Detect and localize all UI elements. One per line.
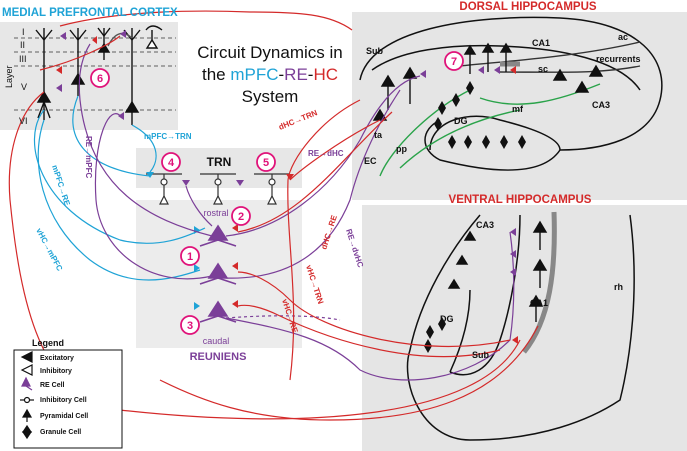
layer-VI: VI [19,116,28,126]
circle-1: 1 [187,251,193,263]
layer-V: V [21,82,27,92]
excitatory-icon [20,351,33,363]
reuniens-synapses [194,224,238,310]
circle-5: 5 [263,157,269,169]
title-line1: Circuit Dynamics in [197,43,342,62]
reuniens-cells [199,224,237,323]
dorsal-hc-pyramidal [372,42,604,121]
label-vhc-trn: vHC→TRN [304,264,325,305]
legend-box [13,349,123,449]
layer-labels: Layer I II III V VI [4,27,28,126]
ventral-hc-heading: VENTRAL HIPPOCAMPUS [449,194,592,206]
rostral-label: rostral [203,208,228,218]
ventral-hc-ca1-band [522,211,557,354]
numbered-circle-labels: 1 2 3 4 5 6 7 [97,56,457,332]
dorsal-hc-heading: DORSAL HIPPOCAMPUS [459,1,596,13]
label-dhc-trn: dHC→TRN [277,108,318,132]
legend-icons [20,351,34,440]
dhc-sc-label: sc [538,64,548,74]
title-line3: System [242,87,299,106]
label-re-mpfc: RE→mPFC [84,136,93,178]
numbered-circles [90,51,464,335]
label-re-dhc: RE→dHC [308,149,344,158]
layer-axis-label: Layer [4,65,14,88]
mpfc-panel [0,22,178,130]
circle-6: 6 [97,73,103,85]
mpfc-heading: MEDIAL PREFRONTAL CORTEX [2,7,178,19]
circle-7: 7 [451,56,457,68]
ventral-hc-outline [406,214,635,441]
label-vhc-mpfc: vHC→mPFC [34,227,64,273]
dorsal-hc-granule [434,81,526,149]
dhc-mf-label: mf [512,104,524,114]
circle-3: 3 [187,320,193,332]
vhc-ca3-label: CA3 [476,220,494,230]
title-line2: the mPFC-RE-HC [202,65,338,84]
legend-inhibitory: Inhibitory [40,368,72,375]
vhc-ca1-label: CA1 [530,298,548,308]
legend-labels: Excitatory Inhibitory RE Cell Inhibitory… [40,355,88,436]
dhc-sub-label: Sub [366,46,384,56]
legend-inhibitory-cell: Inhibitory Cell [40,397,87,404]
circle-4: 4 [168,157,175,169]
layer-I: I [22,27,25,37]
dhc-ca3-label: CA3 [592,100,610,110]
dhc-ac-label: ac [618,32,628,42]
legend-granule-cell: Granule Cell [40,429,81,436]
granule-cell-icon [21,424,33,440]
ventral-hc-labels: CA3 CA1 DG Sub rh [440,220,623,360]
label-re-dvhc: RE→dvHC [344,228,365,269]
trn-synapses [146,172,294,186]
caudal-label: caudal [203,336,230,346]
legend-title: Legend [32,338,64,348]
dhc-dg-label: DG [454,116,468,126]
ventral-hc-panel [362,205,687,451]
vhc-dg-label: DG [440,314,454,324]
inhibitory-icon [20,364,33,376]
dorsal-hc-synapses [420,66,516,78]
trn-heading: TRN [207,155,232,169]
layer-II: II [20,40,25,50]
reuniens-sublabels: rostral caudal [203,208,230,346]
vhc-rh-label: rh [614,282,623,292]
dhc-pp-label: pp [396,144,407,154]
layer-III: III [19,54,27,64]
dhc-recurrents-label: recurrents [596,54,641,64]
label-mpfc-trn: mPFC→TRN [144,132,192,141]
ventral-hc-granule [424,317,446,353]
region-headings: MEDIAL PREFRONTAL CORTEX DORSAL HIPPOCAM… [2,1,597,363]
vhc-sub-label: Sub [472,350,490,360]
legend-pyramidal-cell: Pyramidal Cell [40,413,88,420]
trn-cells [146,173,290,205]
dorsal-hc-labels: Sub CA1 ac recurrents sc CA3 mf DG ta pp… [364,32,641,166]
reuniens-heading: REUNIENS [190,351,247,363]
inhibitory-cell-icon [23,396,31,404]
dhc-ca1-label: CA1 [532,38,550,48]
label-dhc-re: dHC→RE [319,213,339,250]
legend: Legend Excitatory Inhibitory RE Cell Inh… [13,338,123,449]
dhc-ec-label: EC [364,156,377,166]
ventral-hc-pyramidal [447,220,548,322]
circle-2: 2 [238,211,244,223]
diagram-title: Circuit Dynamics in the mPFC-RE-HC Syste… [197,43,342,106]
dhc-ta-label: ta [374,130,383,140]
legend-excitatory: Excitatory [40,355,74,362]
legend-re-cell: RE Cell [40,382,65,389]
